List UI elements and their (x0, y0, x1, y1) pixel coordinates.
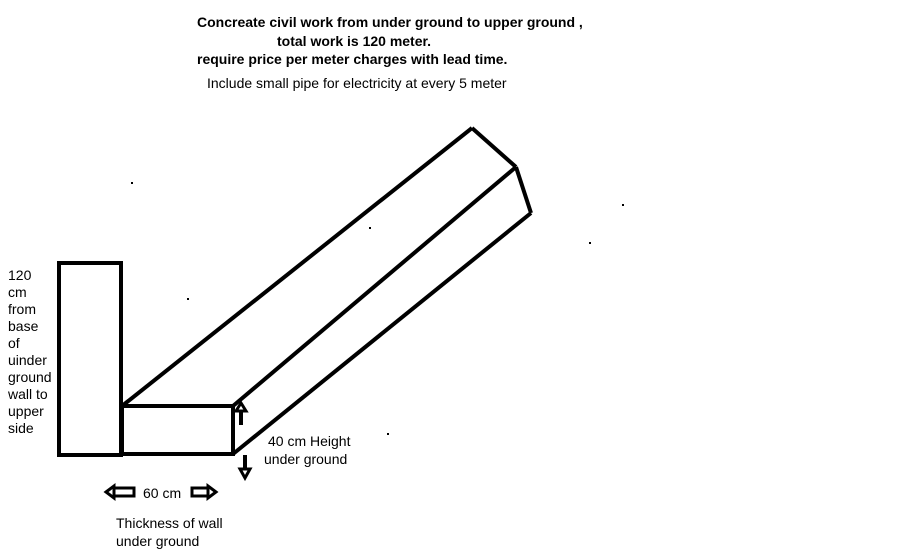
slant-middle-edge (231, 165, 518, 408)
slant-bottom-edge (231, 211, 533, 456)
header-line-3: require price per meter charges with lea… (197, 51, 508, 67)
slant-top-edge (120, 126, 474, 408)
width-left-arrow (103, 483, 136, 501)
thickness-label-line-2: under ground (116, 533, 200, 549)
side-label-line: ground (8, 369, 52, 385)
stray-specks (131, 182, 624, 435)
header-line-4: Include small pipe for electricity at ev… (207, 75, 507, 91)
height-up-arrow (233, 400, 249, 425)
side-label: 120 cm from base of uinder ground wall t… (8, 267, 60, 437)
thickness-label-line-1: Thickness of wall (116, 515, 223, 531)
side-label-line: upper (8, 403, 44, 419)
side-label-line: base (8, 318, 39, 334)
side-label-line: uinder (8, 352, 47, 368)
side-label-line: of (8, 335, 20, 351)
side-label-line: from (8, 301, 36, 317)
width-label: 60 cm (143, 485, 182, 501)
width-right-arrow (190, 483, 219, 501)
header-line-2: total work is 120 meter. (277, 33, 432, 49)
height-label-line-2: under ground (264, 451, 348, 467)
side-label-line: wall to (8, 386, 48, 402)
slant-top-cap (470, 126, 518, 169)
height-down-arrow (237, 455, 253, 482)
header-line-1: Concreate civil work from under ground t… (197, 14, 583, 30)
vertical-wall (57, 261, 123, 457)
slant-end-edge (514, 166, 533, 214)
side-label-line: side (8, 420, 34, 436)
side-label-line: 120 (8, 267, 32, 283)
base-block (120, 404, 235, 456)
side-label-line: cm (8, 284, 27, 300)
height-label-line-1: 40 cm Height (268, 433, 351, 449)
